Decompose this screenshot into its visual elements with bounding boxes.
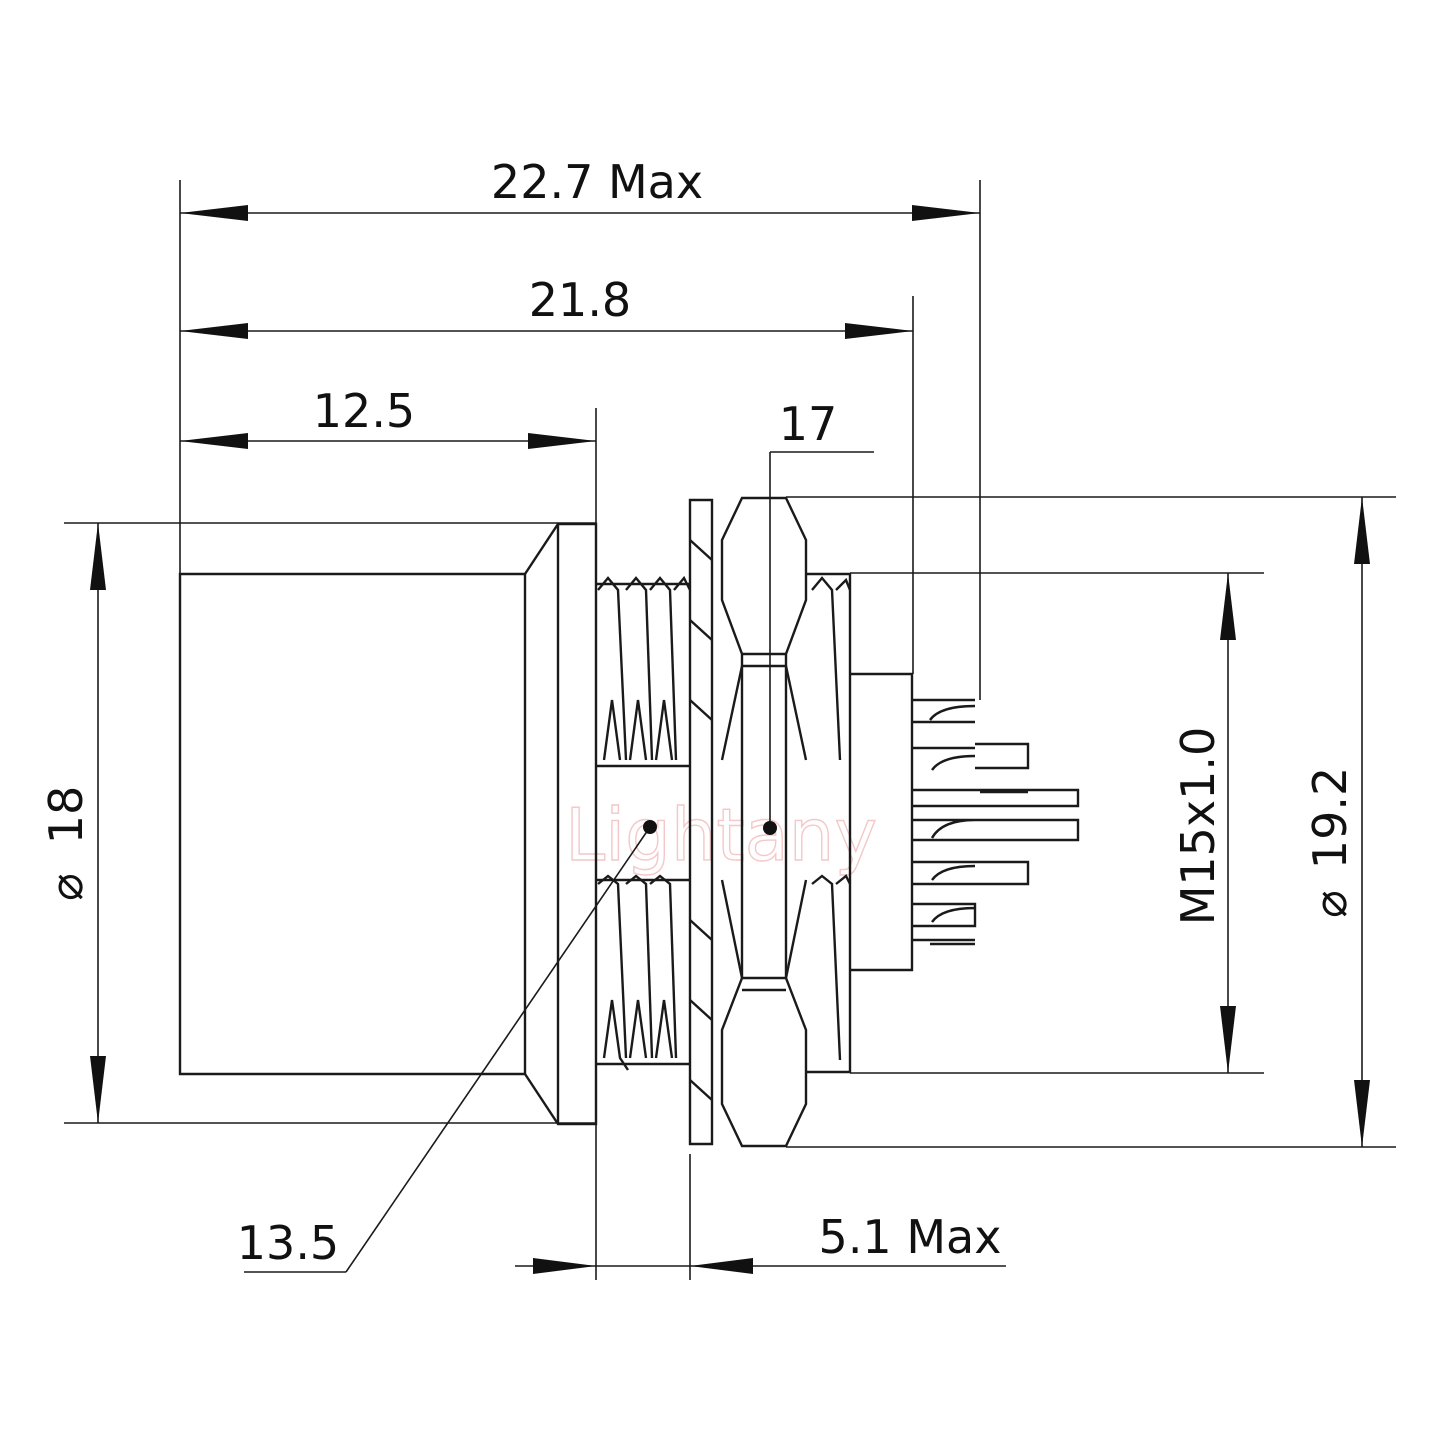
- connector-body: [178, 496, 1080, 1148]
- leader-dot-13-5: [643, 820, 657, 834]
- dim-panel-thickness: 5.1 Max: [819, 1210, 1002, 1264]
- watermark: Lightany: [565, 793, 877, 877]
- dim-length-to-rear: 21.8: [529, 273, 631, 327]
- dim-nut-size: 17: [779, 397, 838, 451]
- diameter-symbol-18: ⌀: [39, 873, 93, 901]
- dim-panel-cutout: 13.5: [237, 1216, 339, 1270]
- dim-overall-length: 22.7 Max: [491, 155, 703, 209]
- leader-dot-17: [763, 821, 777, 835]
- dim-front-length: 12.5: [313, 384, 415, 438]
- dimension-lines: [64, 180, 1396, 1280]
- dim-nut-diameter: 19.2: [1303, 767, 1357, 869]
- diameter-symbol-19-2: ⌀: [1303, 890, 1357, 918]
- dim-front-diameter: 18: [39, 786, 93, 845]
- dim-thread-spec: M15x1.0: [1171, 727, 1225, 926]
- arrowheads: [90, 205, 1370, 1274]
